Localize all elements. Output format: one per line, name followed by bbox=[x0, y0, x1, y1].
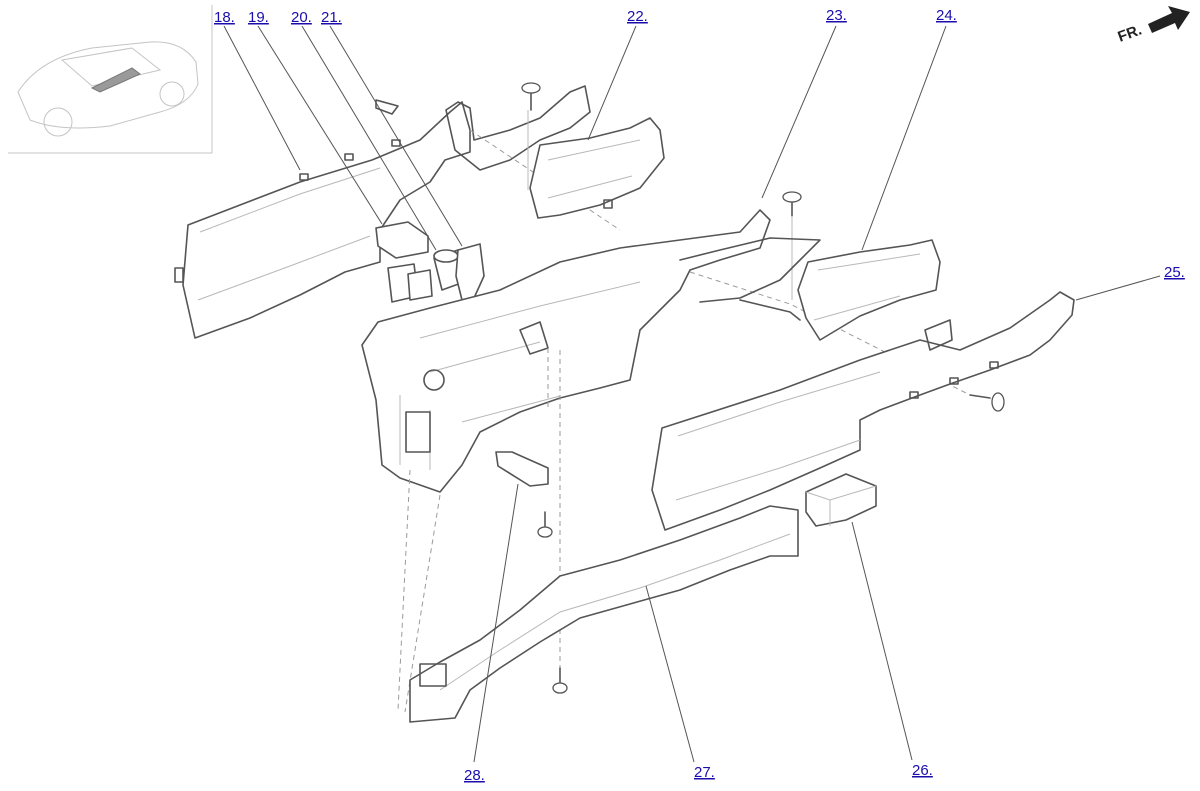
leader-lines bbox=[223, 25, 1161, 763]
part-22-rear-panel bbox=[529, 117, 665, 219]
screw-top-center bbox=[782, 191, 802, 300]
main-console-body bbox=[361, 209, 971, 713]
callout-22[interactable]: 22. bbox=[627, 8, 648, 25]
part-18-console-side-panel bbox=[174, 101, 471, 339]
callout-26[interactable]: 26. bbox=[912, 762, 933, 779]
callout-27[interactable]: 27. bbox=[694, 764, 715, 781]
callout-20[interactable]: 20. bbox=[291, 9, 312, 26]
arrow-right-icon bbox=[1148, 6, 1190, 33]
screw-lower-bottom bbox=[552, 667, 568, 694]
front-direction-arrow: FR. bbox=[1116, 6, 1190, 46]
part-28-bracket bbox=[495, 451, 549, 487]
part-24-side-panel bbox=[797, 239, 941, 341]
part-27-air-duct bbox=[409, 505, 799, 723]
callouts: 18. 19. 20. 21. 22. 23. 24. 25. 26. 27. … bbox=[214, 7, 1185, 784]
front-direction-label: FR. bbox=[1116, 22, 1145, 46]
part-21-holder bbox=[455, 243, 485, 301]
part-26-block bbox=[805, 473, 877, 527]
callout-18[interactable]: 18. bbox=[214, 9, 235, 26]
callout-23[interactable]: 23. bbox=[826, 7, 847, 24]
screw-lower-mid bbox=[537, 511, 553, 538]
callout-25[interactable]: 25. bbox=[1164, 264, 1185, 281]
screw-top-left bbox=[521, 82, 541, 190]
callout-21[interactable]: 21. bbox=[321, 9, 342, 26]
callout-28[interactable]: 28. bbox=[464, 767, 485, 784]
part-23-console-frame bbox=[679, 237, 821, 321]
screw-right bbox=[969, 392, 1005, 412]
callout-24[interactable]: 24. bbox=[936, 7, 957, 24]
callout-19[interactable]: 19. bbox=[248, 9, 269, 26]
part-25-lower-side-panel bbox=[651, 291, 1075, 531]
part-19-switch-bracket bbox=[375, 221, 433, 303]
vehicle-location-thumbnail bbox=[8, 5, 213, 154]
